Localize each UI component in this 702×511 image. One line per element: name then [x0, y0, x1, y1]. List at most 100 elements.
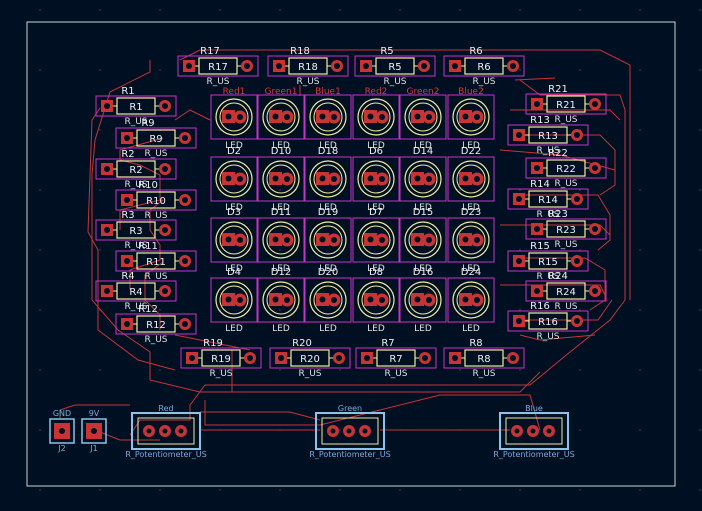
resistor-courtyard: [95, 280, 177, 302]
led-drill: [225, 113, 232, 120]
led: LED: [447, 94, 495, 151]
resistor-ref-label: R15: [538, 257, 558, 268]
resistor-drill: [278, 355, 284, 361]
connector-ref-label: 9V: [89, 409, 100, 418]
led-courtyard: [399, 217, 447, 263]
led-value-label: LED: [319, 141, 337, 151]
grid-dot: [579, 189, 581, 191]
led-courtyard: [210, 217, 258, 263]
led: LED: [304, 94, 352, 151]
resistor-drill: [592, 226, 598, 232]
resistor-courtyard: [525, 218, 607, 240]
grid-dot: [699, 9, 701, 11]
trace: [514, 77, 556, 81]
led-value-label: LED: [414, 324, 432, 334]
resistor-drill: [516, 132, 522, 138]
led-outline: [309, 98, 347, 136]
led-value-label: LED: [225, 141, 243, 151]
grid-dot: [639, 9, 641, 11]
resistor-courtyard: [95, 158, 177, 180]
grid-dot: [39, 9, 41, 11]
led-courtyard: [257, 156, 305, 202]
led-lens: [408, 164, 438, 194]
connector-value-label: J2: [57, 444, 65, 453]
led-courtyard: [257, 217, 305, 263]
led-outline: [262, 221, 300, 259]
grid-dot: [699, 369, 701, 371]
led-drill: [331, 114, 337, 120]
resistor-drill: [104, 166, 110, 172]
grid-dot: [519, 309, 521, 311]
resistor-ref-silk: R8: [469, 338, 482, 349]
led-outline: [357, 98, 395, 136]
grid-dot: [99, 129, 101, 131]
led-lens: [361, 225, 391, 255]
led-column-label: Green2: [407, 87, 440, 97]
led-ref-label: D20: [318, 267, 338, 278]
resistor-ref-label: R7: [389, 354, 402, 365]
grid: [39, 9, 701, 491]
connector-gnd: GND J2: [49, 409, 75, 453]
grid-dot: [159, 9, 161, 11]
connector-drill: [59, 428, 65, 434]
grid-dot: [159, 309, 161, 311]
grid-dot: [339, 429, 341, 431]
led-drill: [331, 237, 337, 243]
led-lens: [266, 225, 296, 255]
resistor-drill: [452, 355, 458, 361]
led-ref-label: D14: [413, 146, 433, 157]
resistor-ref-silk: R18: [290, 46, 310, 57]
resistor-courtyard: [443, 55, 525, 77]
resistor-ref-silk: R3: [121, 210, 134, 221]
grid-dot: [519, 249, 521, 251]
connector-outline: [81, 418, 107, 444]
resistor-value-label: R_US: [384, 369, 407, 379]
resistor-value-label: R_US: [536, 146, 559, 156]
led-ref-label: D23: [461, 207, 481, 218]
grid-dot: [39, 489, 41, 491]
grid-dot: [279, 249, 281, 251]
led-value-label: LED: [367, 324, 385, 334]
led-courtyard: [352, 277, 400, 323]
trace: [87, 107, 176, 371]
led: LED: [210, 94, 258, 151]
led-drill: [462, 296, 469, 303]
resistor-value-label: R_US: [144, 272, 167, 282]
grid-dot: [279, 9, 281, 11]
led-courtyard: [399, 94, 447, 140]
led-courtyard: [304, 217, 352, 263]
resistor-drill: [592, 288, 598, 294]
resistor-courtyard: [355, 347, 437, 369]
connector-drill: [91, 428, 97, 434]
connector-ref-label: GND: [53, 409, 71, 418]
grid-dot: [39, 129, 41, 131]
grid-dot: [459, 489, 461, 491]
led-value-label: LED: [462, 141, 480, 151]
resistor-ref-silk: R6: [469, 46, 482, 57]
resistor-ref-label: R20: [300, 354, 320, 365]
pot-drill: [178, 428, 184, 434]
led-drill: [474, 176, 480, 182]
led-outline: [357, 281, 395, 319]
resistor-ref-silk: R7: [381, 338, 394, 349]
board-edge: [26, 21, 676, 487]
led-lens: [313, 164, 343, 194]
led-drill: [237, 176, 243, 182]
led-lens: [313, 102, 343, 132]
resistor-ref-silk: R22: [548, 148, 568, 159]
led-value-label: LED: [414, 264, 432, 274]
led-courtyard: [447, 156, 495, 202]
led-lens: [219, 225, 249, 255]
resistor-ref-label: R2: [129, 165, 142, 176]
